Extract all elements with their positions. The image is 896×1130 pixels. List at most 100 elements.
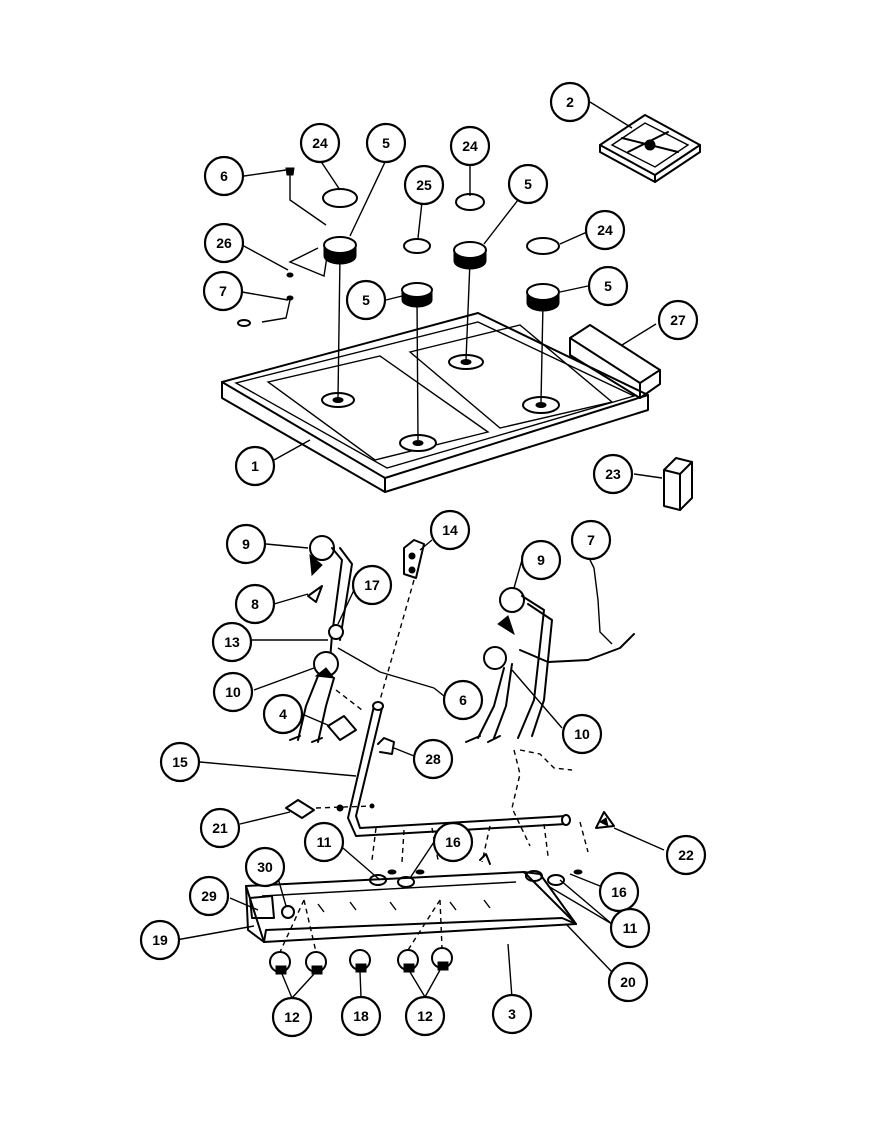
callout-29: 29	[188, 875, 230, 917]
callout-12: 12	[404, 995, 446, 1037]
svg-text:27: 27	[670, 312, 686, 328]
knob-leaders	[281, 969, 441, 999]
svg-text:8: 8	[251, 596, 259, 612]
callout-30: 30	[244, 846, 286, 888]
screw-clip-electrode	[237, 167, 329, 327]
svg-text:25: 25	[416, 177, 432, 193]
callout-26: 26	[203, 222, 245, 264]
burner-heads	[323, 236, 560, 312]
svg-text:10: 10	[574, 726, 590, 742]
svg-text:28: 28	[425, 751, 441, 767]
callout-19: 19	[139, 919, 181, 961]
svg-text:1: 1	[251, 458, 259, 474]
callout-23: 23	[592, 453, 634, 495]
callout-24: 24	[299, 122, 341, 164]
svg-text:23: 23	[605, 466, 621, 482]
rear-trim	[569, 324, 661, 399]
callout-17: 17	[351, 564, 393, 606]
spark-module	[379, 539, 425, 701]
callout-18: 18	[340, 995, 382, 1037]
svg-text:9: 9	[537, 552, 545, 568]
svg-text:21: 21	[212, 820, 228, 836]
svg-text:16: 16	[611, 884, 627, 900]
callouts: 2 24 5 24 5 6 25 26 24 7 5 5 27 1 23 14 …	[139, 81, 707, 1038]
callout-22: 22	[665, 834, 707, 876]
callout-28: 28	[412, 738, 454, 780]
callout-25: 25	[403, 164, 445, 206]
svg-text:10: 10	[225, 684, 241, 700]
burner-grate	[599, 114, 701, 183]
svg-text:19: 19	[152, 932, 168, 948]
left-valve-assembly	[289, 535, 435, 743]
bracket-22	[595, 811, 615, 829]
callout-27: 27	[657, 299, 699, 341]
svg-text:18: 18	[353, 1008, 369, 1024]
svg-text:29: 29	[201, 888, 217, 904]
svg-text:5: 5	[382, 135, 390, 151]
svg-text:11: 11	[623, 920, 638, 936]
svg-text:5: 5	[362, 292, 370, 308]
callout-21: 21	[199, 807, 241, 849]
callout-6: 6	[442, 679, 484, 721]
svg-text:24: 24	[312, 135, 328, 151]
svg-text:6: 6	[220, 168, 228, 184]
svg-text:24: 24	[597, 222, 613, 238]
svg-text:5: 5	[524, 176, 532, 192]
callout-9: 9	[520, 539, 562, 581]
svg-text:12: 12	[417, 1008, 433, 1024]
callout-24: 24	[584, 209, 626, 251]
callout-5: 5	[365, 122, 407, 164]
callout-10: 10	[561, 713, 603, 755]
svg-text:11: 11	[317, 834, 332, 850]
svg-text:20: 20	[620, 974, 636, 990]
svg-text:4: 4	[279, 706, 287, 722]
burner-caps	[322, 188, 560, 255]
svg-text:5: 5	[604, 278, 612, 294]
callout-15: 15	[159, 741, 201, 783]
callout-3: 3	[491, 993, 533, 1035]
svg-text:24: 24	[462, 138, 478, 154]
right-valve-assembly	[465, 567, 635, 847]
svg-text:17: 17	[364, 577, 380, 593]
bracket-21	[285, 799, 375, 819]
svg-text:14: 14	[442, 522, 458, 538]
cooktop-main-top	[221, 312, 649, 493]
svg-text:15: 15	[172, 754, 188, 770]
callout-16: 16	[598, 871, 640, 913]
callout-9: 9	[225, 523, 267, 565]
control-panel	[245, 871, 577, 943]
callout-7: 7	[202, 270, 244, 312]
callout-5: 5	[507, 163, 549, 205]
svg-text:30: 30	[257, 859, 273, 875]
callout-13: 13	[211, 621, 253, 663]
callout-11: 11	[303, 821, 345, 863]
svg-text:7: 7	[587, 532, 595, 548]
callout-2: 2	[549, 81, 591, 123]
svg-text:22: 22	[678, 847, 694, 863]
burner-alignment-lines	[337, 255, 544, 441]
svg-text:2: 2	[566, 94, 574, 110]
callout-5: 5	[345, 279, 387, 321]
svg-text:16: 16	[445, 834, 461, 850]
callout-10: 10	[212, 671, 254, 713]
svg-text:12: 12	[284, 1009, 300, 1025]
callout-6: 6	[203, 155, 245, 197]
callout-7: 7	[570, 519, 612, 561]
callout-16: 16	[432, 821, 474, 863]
svg-text:13: 13	[224, 634, 240, 650]
callout-12: 12	[271, 996, 313, 1038]
svg-text:9: 9	[242, 536, 250, 552]
callout-8: 8	[234, 583, 276, 625]
callout-4: 4	[262, 693, 304, 735]
callout-20: 20	[607, 961, 649, 1003]
insulation-block	[663, 457, 693, 511]
callout-5: 5	[587, 265, 629, 307]
control-knobs	[269, 899, 453, 975]
svg-text:6: 6	[459, 692, 467, 708]
callout-14: 14	[429, 509, 471, 551]
callout-1: 1	[234, 445, 276, 487]
svg-text:3: 3	[508, 1006, 516, 1022]
callout-24: 24	[449, 125, 491, 167]
callout-11: 11	[609, 907, 651, 949]
leader-lines	[175, 101, 665, 999]
